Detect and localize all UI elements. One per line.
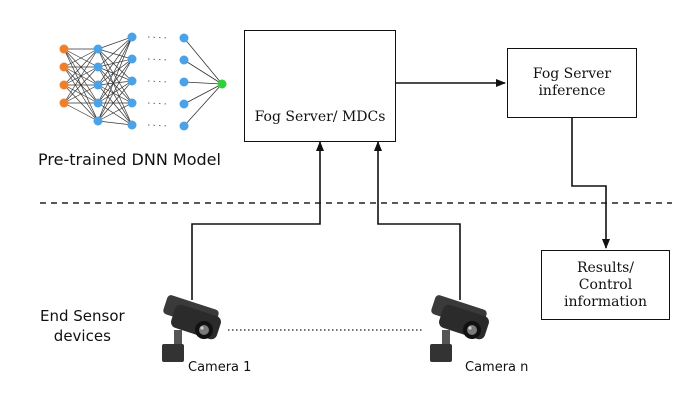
nn-node bbox=[127, 54, 137, 64]
nn-edge bbox=[97, 80, 133, 122]
nn-node bbox=[59, 62, 69, 72]
nn-node bbox=[179, 77, 189, 87]
results-line1: Results/ bbox=[576, 259, 635, 276]
inference-to-results-arrow bbox=[571, 118, 610, 249]
nn-edge bbox=[97, 36, 133, 104]
nn-node bbox=[179, 33, 189, 43]
nn-edge bbox=[97, 102, 133, 122]
nn-edge bbox=[97, 120, 133, 126]
nn-node bbox=[59, 80, 69, 90]
nn-node bbox=[59, 44, 69, 54]
nn-edge bbox=[63, 48, 99, 68]
fog-inference-line2: inference bbox=[538, 83, 606, 99]
fog-inference-line1: Fog Server bbox=[532, 66, 612, 82]
security-camera-icon bbox=[430, 295, 489, 362]
nn-node bbox=[179, 99, 189, 109]
nn-edge bbox=[63, 66, 99, 104]
nn-edge bbox=[97, 58, 133, 86]
camera-n-label: Camera n bbox=[465, 360, 529, 375]
nn-node bbox=[127, 32, 137, 42]
fog-inference-box: Fog Server inference bbox=[507, 48, 637, 118]
end-sensor-line2: devices bbox=[53, 327, 111, 345]
nn-ellipsis bbox=[147, 80, 169, 83]
nn-node bbox=[127, 76, 137, 86]
nn-edge bbox=[97, 36, 133, 50]
nn-edge bbox=[63, 102, 99, 122]
nn-edge bbox=[97, 48, 133, 104]
nn-edge bbox=[63, 48, 99, 104]
nn-edge bbox=[97, 84, 133, 126]
dnn-network-graphic bbox=[59, 32, 227, 131]
nn-node bbox=[127, 98, 137, 108]
nn-edge bbox=[97, 66, 133, 104]
nn-node bbox=[179, 55, 189, 65]
nn-edge bbox=[97, 48, 133, 82]
nn-edge bbox=[183, 83, 223, 127]
nn-edge bbox=[97, 58, 133, 68]
nn-edge bbox=[97, 80, 133, 86]
nn-edge bbox=[97, 36, 133, 68]
nn-ellipsis bbox=[147, 124, 169, 127]
nn-node bbox=[59, 98, 69, 108]
results-box: Results/ Control information bbox=[541, 250, 670, 320]
nn-node bbox=[179, 121, 189, 131]
nn-edge bbox=[183, 83, 223, 105]
nn-edge bbox=[183, 81, 223, 85]
nn-edge bbox=[97, 58, 133, 122]
nn-node bbox=[217, 79, 227, 89]
nn-edge bbox=[183, 37, 223, 85]
nn-edge bbox=[63, 48, 99, 86]
nn-node bbox=[93, 80, 103, 90]
end-sensor-line1: End Sensor bbox=[40, 307, 125, 325]
results-line3: information bbox=[564, 293, 647, 310]
nn-edge bbox=[97, 48, 133, 60]
nn-ellipsis bbox=[147, 58, 169, 61]
nn-edge bbox=[97, 80, 133, 104]
cameran-to-fog-arrow bbox=[374, 141, 461, 300]
end-sensor-label: End Sensor devices bbox=[40, 306, 125, 346]
nn-edge bbox=[183, 59, 223, 85]
results-line2: Control bbox=[578, 276, 633, 293]
nn-edge bbox=[97, 66, 133, 82]
security-camera-icon bbox=[162, 295, 221, 362]
dnn-model-label: Pre-trained DNN Model bbox=[38, 150, 221, 169]
fog-server-box: Fog Server/ MDCs bbox=[244, 30, 396, 142]
nn-edge bbox=[97, 36, 133, 122]
nn-edge bbox=[97, 36, 133, 86]
nn-edge bbox=[97, 84, 133, 104]
fog-server-label: Fog Server/ MDCs bbox=[254, 109, 386, 125]
nn-ellipsis bbox=[147, 102, 169, 105]
camera-1-label: Camera 1 bbox=[188, 360, 252, 375]
nn-ellipsis bbox=[147, 36, 169, 39]
nn-edge bbox=[63, 84, 99, 104]
nn-node bbox=[127, 120, 137, 130]
nn-edge bbox=[97, 58, 133, 104]
nn-node bbox=[93, 62, 103, 72]
nn-node bbox=[93, 98, 103, 108]
camera1-to-fog-arrow bbox=[191, 141, 324, 300]
nn-node bbox=[93, 44, 103, 54]
nn-node bbox=[93, 116, 103, 126]
